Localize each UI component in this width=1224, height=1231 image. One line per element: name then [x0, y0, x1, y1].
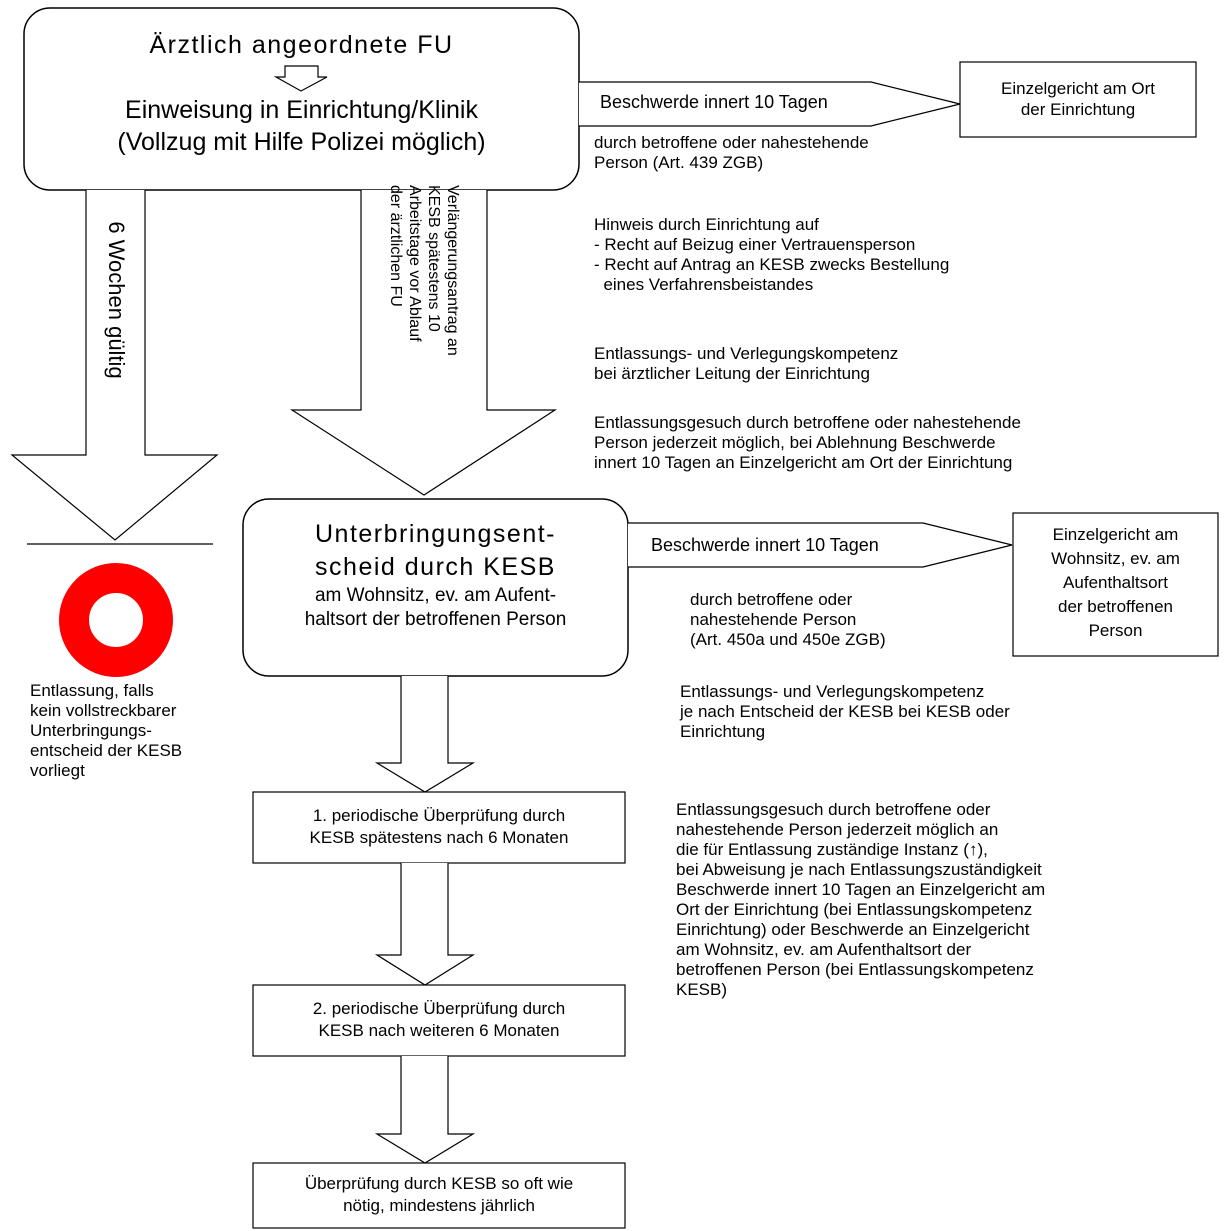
- top-court-box: Einzelgericht am Ort der Einrichtung: [960, 78, 1196, 120]
- kesb-court-line: der betroffenen: [1058, 597, 1173, 616]
- text-line: am Wohnsitz, ev. am Aufenthaltsort der: [676, 940, 972, 959]
- text-line: Hinweis durch Einrichtung auf: [594, 215, 819, 234]
- text-line: vorliegt: [30, 761, 85, 780]
- top-appeal-by: durch betroffene oder nahestehende Perso…: [594, 133, 869, 173]
- text-line: durch betroffene oder nahestehende: [594, 133, 869, 152]
- medical-fu-line1: Einweisung in Einrichtung/Klinik: [125, 96, 478, 124]
- text-line: betroffenen Person (bei Entlassungskompe…: [676, 960, 1034, 979]
- kesb-appeal-arrow: [628, 522, 1013, 568]
- kesb-title-line1: Unterbringungsent-: [314, 520, 556, 548]
- medical-fu-box: Ärztlich angeordnete FU Einweisung in Ei…: [24, 30, 579, 158]
- text-line: KESB): [676, 980, 728, 999]
- text-line: Einrichtung: [680, 722, 766, 741]
- text-line: Verlängerungsantrag an: [444, 185, 461, 356]
- review1-box: 1. periodische Überprüfung durch KESB sp…: [253, 805, 625, 849]
- text-line: entscheid der KESB: [30, 741, 183, 760]
- extension-arrow: [289, 190, 558, 496]
- review3-box: Überprüfung durch KESB so oft wie nötig,…: [253, 1173, 625, 1217]
- text-line: Entlassungs- und Verlegungskompetenz: [594, 344, 899, 363]
- text-line: - Recht auf Antrag an KESB zwecks Bestel…: [594, 255, 950, 274]
- text-line: der ärztlichen FU: [387, 185, 404, 307]
- text-line: Entlassungsgesuch durch betroffene oder: [676, 800, 991, 819]
- text-line: bei ärztlicher Leitung der Einrichtung: [594, 364, 870, 383]
- review2-box: 2. periodische Überprüfung durch KESB na…: [253, 998, 625, 1042]
- text-line: kein vollstreckbarer: [30, 701, 177, 720]
- kesb-court-line: Aufenthaltsort: [1063, 573, 1168, 592]
- extension-label: Verlängerungsantrag an KESB spätestens 1…: [386, 185, 462, 395]
- text-line: Beschwerde innert 10 Tagen an Einzelgeri…: [676, 880, 1046, 899]
- text-line: bei Abweisung je nach Entlassungszuständ…: [676, 860, 1042, 879]
- kesb-appeal-label: Beschwerde innert 10 Tagen: [651, 535, 879, 555]
- top-kompetenz-note: Entlassungs- und Verlegungskompetenz bei…: [594, 344, 898, 384]
- review2-box-shape: [252, 984, 626, 1057]
- kesb-court-box-shape: [1012, 512, 1219, 657]
- text-line: Unterbringungs-: [30, 721, 152, 740]
- text-line: Entlassungsgesuch durch betroffene oder …: [594, 413, 1021, 432]
- kesb-court-line: Wohnsitz, ev. am: [1051, 549, 1180, 568]
- review1-box-shape: [252, 791, 626, 864]
- review-line: 1. periodische Überprüfung durch: [312, 806, 566, 825]
- text-line: Arbeitstage vor Ablauf: [406, 185, 423, 342]
- small-down-arrow-icon: [273, 65, 328, 92]
- kesb-kompetenz-note: Entlassungs- und Verlegungskompetenz je …: [680, 682, 1010, 742]
- top-gesuch-note: Entlassungsgesuch durch betroffene oder …: [594, 413, 1021, 473]
- kesb-court-line: Person: [1088, 621, 1143, 640]
- text-line: je nach Entscheid der KESB bei KESB oder: [680, 702, 1010, 721]
- text-line: die für Entlassung zuständige Instanz (↑…: [676, 840, 988, 859]
- review-line: KESB nach weiteren 6 Monaten: [318, 1021, 560, 1040]
- medical-fu-title: Ärztlich angeordnete FU: [149, 31, 454, 59]
- text-line: - Recht auf Beizug einer Vertrauensperso…: [594, 235, 916, 254]
- kesb-sub-line2: haltsort der betroffenen Person: [304, 609, 567, 630]
- kesb-appeal-by: durch betroffene oder nahestehende Perso…: [690, 590, 886, 650]
- text-line: durch betroffene oder: [690, 590, 853, 609]
- review-line: nötig, mindestens jährlich: [343, 1196, 535, 1215]
- top-court-line: Einzelgericht am Ort: [1001, 79, 1155, 98]
- review3-box-shape: [252, 1162, 626, 1229]
- review-line: KESB spätestens nach 6 Monaten: [309, 828, 569, 847]
- text-line: Entlassungs- und Verlegungskompetenz: [680, 682, 985, 701]
- text-line: eines Verfahrensbeistandes: [594, 275, 814, 294]
- stop-ring-icon: [59, 563, 173, 677]
- text-line: nahestehende Person: [690, 610, 857, 629]
- text-line: Entlassung, falls: [30, 681, 154, 700]
- text-line: Ort der Einrichtung (bei Entlassungskomp…: [676, 900, 1033, 919]
- text-line: Person jederzeit möglich, bei Ablehnung …: [594, 433, 996, 452]
- medical-fu-line2: (Vollzug mit Hilfe Polizei möglich): [117, 128, 486, 156]
- kesb-sub-line1: am Wohnsitz, ev. am Aufent-: [314, 585, 557, 606]
- kesb-decision-box: Unterbringungsent- scheid durch KESB am …: [243, 518, 628, 632]
- kesb-court-box: Einzelgericht am Wohnsitz, ev. am Aufent…: [1013, 523, 1218, 643]
- hinweis-note: Hinweis durch Einrichtung auf - Recht au…: [594, 215, 949, 295]
- top-court-box-shape: [959, 61, 1197, 138]
- down-arrow-3: [374, 1056, 476, 1164]
- text-line: Person (Art. 439 ZGB): [594, 153, 764, 172]
- down-arrow-2: [374, 863, 476, 986]
- text-line: innert 10 Tagen an Einzelgericht am Ort …: [594, 453, 1013, 472]
- kesb-gesuch-note: Entlassungsgesuch durch betroffene oder …: [676, 800, 1045, 1000]
- top-appeal-label: Beschwerde innert 10 Tagen: [600, 92, 828, 112]
- text-line: KESB spätestens 10: [425, 185, 442, 332]
- down-arrow-1: [374, 676, 476, 793]
- top-court-line: der Einrichtung: [1020, 100, 1136, 119]
- text-line: Einrichtung) oder Beschwerde an Einzelge…: [676, 920, 1030, 939]
- kesb-title-line2: scheid durch KESB: [315, 553, 556, 581]
- review-line: 2. periodische Überprüfung durch: [312, 999, 566, 1018]
- validity-arrow: [10, 190, 219, 541]
- validity-label: 6 Wochen gültig: [104, 221, 129, 379]
- text-line: (Art. 450a und 450e ZGB): [690, 630, 886, 649]
- text-line: nahestehende Person jederzeit möglich an: [676, 820, 999, 839]
- kesb-court-line: Einzelgericht am: [1052, 525, 1179, 544]
- review-line: Überprüfung durch KESB so oft wie: [304, 1174, 574, 1193]
- release-note: Entlassung, falls kein vollstreckbarer U…: [30, 681, 182, 781]
